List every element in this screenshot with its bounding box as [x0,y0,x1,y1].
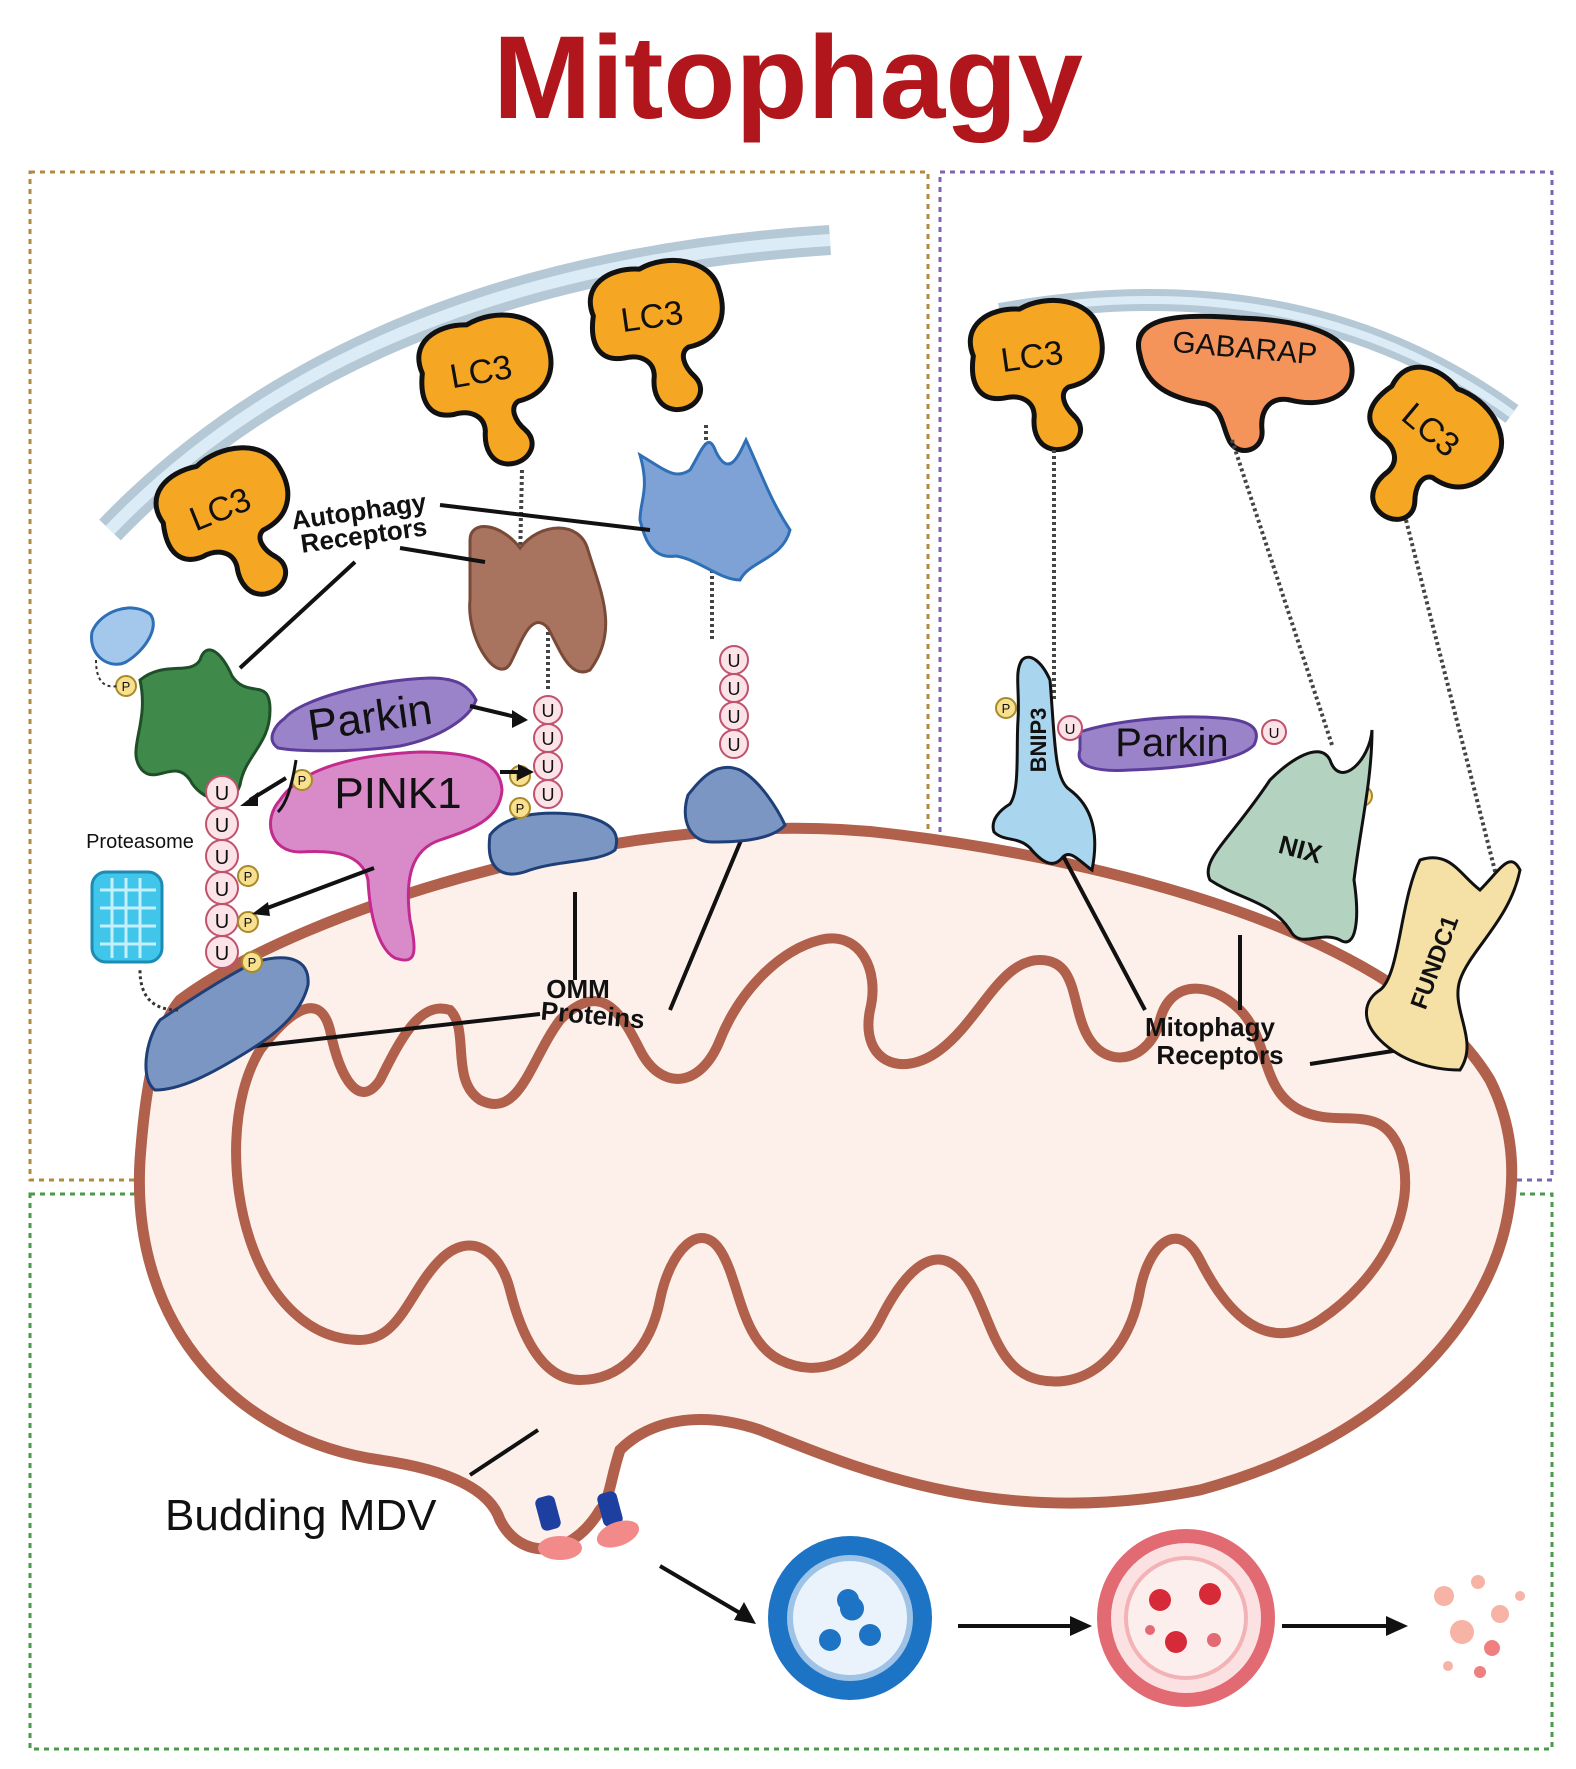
receptor-small-blue [90,606,155,666]
svg-text:P: P [122,679,131,694]
svg-text:U: U [542,785,555,805]
autophagosome-icon [768,1536,932,1700]
phospho-icon: P [237,865,259,887]
proteasome-icon [90,870,164,964]
omm-protein [487,811,619,876]
ubiquitin-chain: U U U U [719,645,749,759]
svg-text:BNIP3: BNIP3 [1026,708,1051,773]
phagophore-membrane-right [998,289,1519,423]
phospho-tether [95,659,119,688]
svg-text:PINK1: PINK1 [334,769,461,818]
phospho-icon: P [241,951,263,973]
parkin-icon: Parkin [270,676,478,753]
svg-text:U: U [542,729,555,749]
svg-text:U: U [215,943,229,965]
mitophagy-receptors-label: Mitophagy Receptors [1145,1012,1284,1070]
svg-text:Receptors: Receptors [1156,1040,1283,1070]
ubiquitin-icon: U [1057,715,1083,741]
lc3-icon: LC3 [144,433,323,621]
lc3-icon: LC3 [412,307,568,477]
svg-text:U: U [728,707,741,727]
pink1-icon: PINK1 [269,750,504,962]
omm-protein [683,765,787,844]
lc3-icon: LC3 [964,294,1116,460]
svg-text:U: U [728,735,741,755]
phospho-icon: P [115,675,137,697]
svg-text:P: P [244,869,253,884]
ubiquitin-icon: U [533,751,563,781]
svg-text:LC3: LC3 [998,334,1065,380]
parkin-icon: Parkin [1077,715,1258,772]
nix-icon: NIX [1206,729,1374,944]
svg-text:U: U [728,679,741,699]
svg-text:U: U [215,815,229,837]
budding-mdv-label: Budding MDV [165,1491,437,1540]
gabarap-icon: GABARAP [1136,313,1355,453]
ubiquitin-icon: U [205,903,239,937]
ubiquitin-icon: U [205,871,239,905]
ubiquitin-icon: U [719,701,749,731]
fundc1-icon: FUNDC1 [1365,856,1522,1072]
proteasome-label: Proteasome [86,831,194,853]
receptor-brown [468,525,608,674]
ubiquitin-chain: U U U U U U [205,775,239,969]
svg-text:U: U [215,879,229,901]
mdv-bud-markers [535,1491,640,1560]
svg-text:P: P [248,955,257,970]
mitochondrion-icon [133,822,1518,1555]
pathway-arrows-bottom [658,1564,1408,1636]
svg-text:P: P [516,801,525,816]
ubiquitin-chain: U U U U [533,695,563,809]
ubiquitin-icon: U [533,723,563,753]
ubiquitin-icon: U [719,645,749,675]
svg-text:P: P [244,915,253,930]
proteasome-arrow [138,969,179,1012]
phospho-icon: P [995,697,1017,719]
svg-text:U: U [215,911,229,933]
phagophore-membrane-left [99,225,831,541]
phospho-icon: P [509,797,531,819]
autophagy-receptors-label: Autophagy Receptors [289,487,428,559]
ubiquitin-icon: U [205,935,239,969]
ubiquitin-icon: U [719,729,749,759]
svg-text:U: U [215,783,229,805]
ubiquitin-icon: U [205,775,239,809]
svg-text:P: P [1002,701,1011,716]
receptor-blue [637,436,792,582]
page-title: Mitophagy [493,12,1083,144]
svg-text:U: U [728,651,741,671]
svg-text:U: U [1065,721,1076,738]
svg-text:P: P [298,773,307,788]
ubiquitin-icon: U [205,839,239,873]
svg-text:Mitophagy: Mitophagy [1145,1012,1276,1042]
ubiquitin-icon: U [719,673,749,703]
svg-text:U: U [542,701,555,721]
svg-text:U: U [542,757,555,777]
bnip3-icon: BNIP3 [991,655,1097,873]
phospho-icon: P [237,911,259,933]
receptor-green [134,648,272,802]
ubiquitin-icon: U [205,807,239,841]
lc3-icon: LC3 [584,254,736,420]
svg-text:Parkin: Parkin [1115,721,1228,765]
svg-text:LC3: LC3 [618,294,685,340]
lysosome-icon [1097,1529,1275,1707]
lc3-icon: LC3 [1322,350,1519,549]
svg-text:U: U [215,847,229,869]
svg-text:OMM: OMM [546,974,610,1004]
ubiquitin-icon: U [533,695,563,725]
ubiquitin-icon: U [533,779,563,809]
degradation-fragments-icon [1434,1575,1525,1678]
pathway-arrows-left [240,704,534,916]
ubiquitin-icon: U [1261,719,1287,745]
omm-protein [144,956,310,1092]
svg-text:U: U [1269,725,1280,742]
